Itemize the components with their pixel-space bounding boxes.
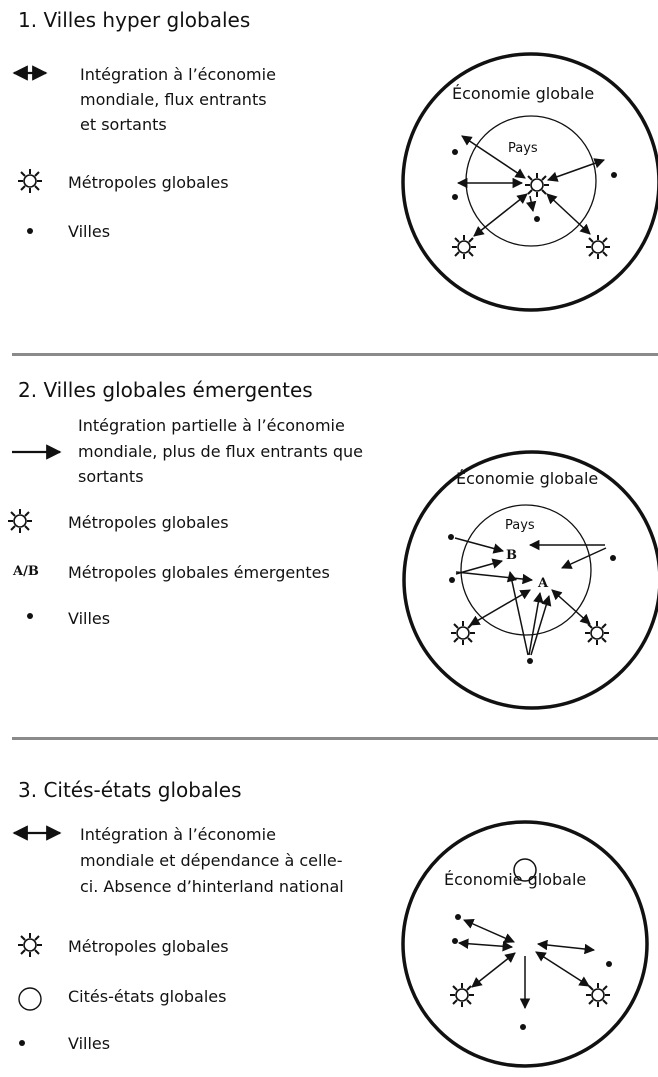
flow-arrow (471, 952, 516, 988)
section-divider (12, 737, 658, 740)
section-1-title: 1. Villes hyper globales (18, 8, 251, 32)
ville-dot (611, 172, 617, 178)
flow-arrow (461, 135, 526, 179)
diagram-1 (401, 52, 658, 312)
emergent-metropole-b: B (506, 548, 517, 563)
flow-arrow (561, 547, 607, 569)
inner-label-pays: Pays (508, 141, 538, 156)
flow-arrow (457, 938, 514, 952)
outer-circle-economie-globale (402, 450, 658, 710)
flow-arrow (551, 589, 591, 625)
flow-arrow (546, 193, 591, 235)
legend-flow-line-1: Intégration à l’économie (80, 825, 276, 844)
outer-circle-economie-globale (401, 820, 649, 1068)
cite-etat-circle (513, 858, 537, 882)
legend-villes-label: Villes (68, 609, 111, 628)
legend-flow-line-1: Intégration partielle à l’économie (78, 416, 345, 435)
legend-cites-label: Cités-états globales (68, 987, 227, 1006)
emergent-metropole-a: A (538, 576, 549, 591)
section-2-title: 2. Villes globales émergentes (18, 378, 313, 402)
flow-arrow (473, 193, 528, 237)
diagram-2 (402, 450, 658, 710)
legend-flow-line-3: et sortants (80, 115, 167, 134)
ville-dot (448, 534, 454, 540)
ville-dot (610, 555, 616, 561)
section-3-title: 3. Cités-états globales (18, 778, 242, 802)
legend-villes-label: Villes (68, 1034, 111, 1053)
flow-arrow (547, 158, 605, 182)
ville-dot (452, 149, 458, 155)
legend-villes-label: Villes (68, 222, 111, 241)
legend-metropoles-label: Métropoles globales (68, 173, 229, 192)
legend-ville-dot-3 (19, 1040, 25, 1046)
legend-metropoles-label: Métropoles globales (68, 513, 229, 532)
outer-label-economie-globale: Économie globale (444, 870, 587, 889)
legend-flow-line-3: ci. Absence d’hinterland national (80, 877, 344, 896)
inner-label-pays: Pays (505, 518, 535, 533)
legend-flow-line-2: mondiale, flux entrants (80, 90, 267, 109)
legend-flow-line-2: mondiale et dépendance à celle- (80, 851, 343, 870)
flow-arrow (536, 939, 596, 955)
ville-dot (449, 577, 455, 583)
ville-dot (520, 1024, 526, 1030)
flow-arrow (469, 589, 531, 626)
legend-flow-line-1: Intégration à l’économie (80, 65, 276, 84)
flow-arrow (525, 195, 537, 213)
flow-arrow (530, 594, 552, 656)
flow-arrow (463, 919, 515, 943)
legend-flow-line-2: mondiale, plus de flux entrants que (78, 442, 364, 461)
ville-dot (452, 194, 458, 200)
legend-emergentes-label: Métropoles globales émergentes (68, 563, 330, 582)
outer-label-economie-globale: Économie globale (456, 469, 599, 488)
flow-arrow (535, 951, 590, 987)
ville-dot (452, 938, 458, 944)
flow-arrow (455, 558, 504, 575)
inner-circle-pays (460, 504, 592, 636)
legend-ville-dot-2 (27, 613, 33, 619)
flow-arrow (506, 570, 529, 656)
section-divider (12, 353, 658, 356)
ville-dot (606, 961, 612, 967)
legend-flow-line-3: sortants (78, 467, 144, 486)
legend-metropoles-label: Métropoles globales (68, 937, 229, 956)
legend-ab-symbol: A/B (13, 564, 39, 579)
outer-circle-economie-globale (401, 52, 658, 312)
legend-ville-dot-1 (27, 228, 33, 234)
diagram-3 (401, 820, 649, 1068)
outer-label-economie-globale: Économie globale (452, 84, 595, 103)
flow-arrow (454, 537, 505, 554)
ville-dot (455, 914, 461, 920)
flow-arrow (528, 591, 544, 656)
legend-cite-etat-circle-icon (18, 987, 42, 1011)
ville-dot (527, 658, 533, 664)
ville-dot (534, 216, 540, 222)
flow-arrow (455, 571, 534, 585)
